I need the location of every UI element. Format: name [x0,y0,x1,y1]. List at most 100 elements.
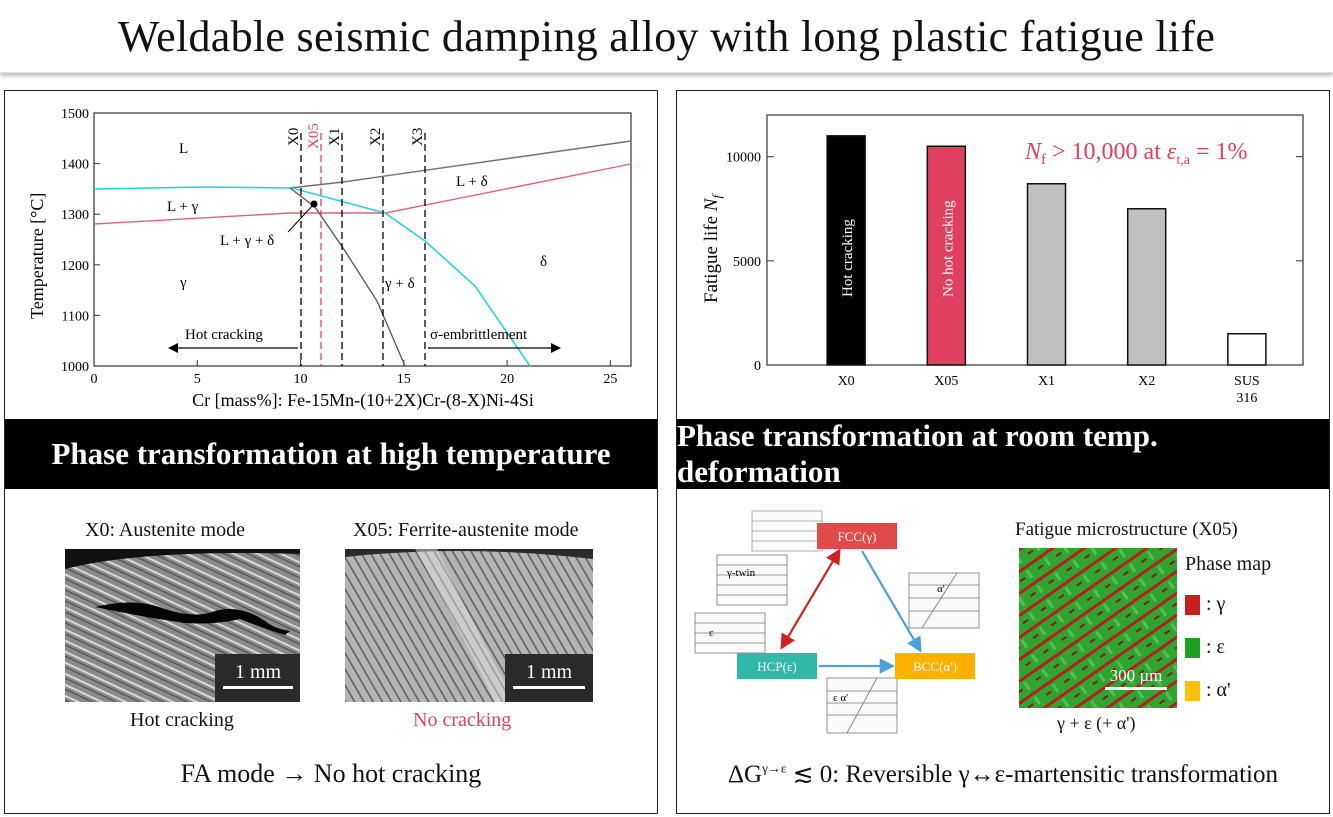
eps-alpha-label: ε α' [833,692,848,704]
solvus-gray-line [289,187,406,367]
bar [926,145,967,366]
pd-ytick-label: 1200 [61,259,89,274]
fcc-bcc-arrow [861,550,922,653]
cyan-line [93,186,531,367]
sigma-embrittlement-label: σ-embrittlement [430,327,528,343]
chart-annotation: Nf > 10,000 at εt,a = 1% [1024,139,1247,168]
phase-diagram-ylabel: Temperature [°C] [27,193,47,319]
pink-line [93,163,632,225]
legend-epsilon: : ε [1185,636,1225,659]
micrograph-ferrite-austenite: 1 mm [345,549,593,702]
top-schematic [751,510,823,552]
micrograph-austenite: 1 mm [65,549,300,702]
legend-alpha: : α' [1185,679,1231,702]
phase-diagram-xlabel: Cr [mass%]: Fe-15Mn-(10+2X)Cr-(8-X)Ni-4S… [192,390,534,411]
fcc-label: FCC(γ) [838,529,877,544]
chart-ylabel: Fatigue life Nf [701,193,724,304]
legend-gamma: : γ [1185,593,1225,616]
alloy-label-x3: X3 [410,128,426,146]
bar-label: Hot cracking [840,219,856,297]
phase-map-title: Phase map [1185,553,1272,575]
phase-caption: γ + ε (+ α') [1057,713,1136,733]
alloy-label-x1: X1 [327,128,343,146]
region-delta: δ [540,254,547,270]
phase-diagram: 0 5 10 15 20 25 1000 1100 1200 1300 1400 1500 X0 X0… [27,107,632,411]
fcc-box [817,523,897,549]
bcc-box [895,653,975,679]
scale-bar-left: 1 mm [223,661,293,689]
hcp-box [737,653,817,679]
pd-ytick-label: 1500 [61,107,89,122]
pd-ytick-label: 1300 [61,208,89,223]
region-L-gamma-delta: L + γ + δ [220,233,274,249]
hot-crack [95,602,290,635]
phase-map-scale-bar: 300 µm [1105,666,1167,690]
legend-label-alpha: : α' [1206,679,1231,701]
liquidus-gray-line [289,140,632,189]
alloy-label-x0: X0 [286,128,302,146]
phase-map-image: 300 µm [1019,548,1177,708]
bar [1026,183,1067,366]
left-bottom-text: FA mode → No hot cracking [180,759,482,788]
page-title: Weldable seismic damping alloy with long… [117,11,1216,61]
pd-ytick-label: 1400 [61,158,89,173]
chart-ytick-label: 10000 [726,151,761,166]
micro-left-title: X0: Austenite mode [85,519,245,541]
left-banner: Phase transformation at high temperature [5,419,657,489]
twin-schematic [716,554,788,606]
micro-right-title: X05: Ferrite-austenite mode [353,519,579,541]
hot-cracking-caption: Hot cracking [130,709,234,731]
alloy-label-x05: X05 [306,123,322,149]
bar-label: No hot cracking [940,200,956,297]
eps-label: ε [709,627,714,639]
legend-swatch-epsilon [1185,637,1200,658]
no-cracking-caption: No cracking [413,709,512,731]
eps-schematic [694,612,766,654]
bar [1227,333,1267,366]
chart-category-label: X05 [934,374,958,389]
chart-category-label: X0 [838,374,855,389]
scale-bar-right: 1 mm [513,661,585,689]
legend-label-epsilon: : ε [1206,636,1225,658]
region-L-delta: L + δ [456,174,488,190]
chart-category-label: X1 [1038,374,1055,389]
sigma-arrowhead [551,343,561,353]
alpha-schematic [908,572,980,629]
region-gamma: γ [179,275,187,291]
bar [826,135,866,366]
title-bar: Weldable seismic damping alloy with long… [0,0,1333,73]
bcc-label: BCC(α') [913,659,957,674]
bar [1126,208,1167,366]
pd-xtick-label: 5 [194,372,201,387]
hot-cracking-arrowhead [168,343,178,353]
chart-category-label: X2 [1138,374,1155,389]
right-banner: Phase transformation at room temp. defor… [677,418,1329,489]
legend-label-gamma: : γ [1206,593,1226,615]
pd-xtick-label: 20 [500,372,514,387]
pd-xtick-label: 0 [91,372,98,387]
legend-swatch-alpha [1185,680,1200,701]
eps-alpha-schematic [826,677,898,734]
pd-xtick-label: 10 [294,372,308,387]
pd-ytick-label: 1000 [61,360,89,375]
alpha-label: α' [937,583,945,595]
region-gamma-delta: γ + δ [384,276,415,292]
chart-ytick-label: 0 [754,359,761,374]
left-panel: 0 5 10 15 20 25 1000 1100 1200 1300 1400 1500 X0 X0… [4,90,658,814]
pd-ytick-label: 1100 [62,309,89,324]
pd-xtick-label: 15 [397,372,411,387]
chart-category-label: 316 [1236,391,1257,406]
chart-category-label: SUS [1234,374,1260,389]
right-bottom-text: ΔGγ→ε ≲ 0: Reversible γ↔ε-martensitic tr… [727,760,1279,788]
chart-ytick-label: 5000 [733,255,761,270]
pd-xtick-label: 25 [603,372,617,387]
twin-label: γ-twin [726,567,756,579]
fcc-hcp-arrow [780,548,841,650]
region-L-gamma: L + γ [167,199,199,215]
transformation-diagram: γ-twin ε α' ε α' FCC(γ) HCP(ε) BCC(α') [694,510,980,734]
fatigue-microstructure-title: Fatigue microstructure (X05) [1015,519,1238,540]
hot-cracking-label: Hot cracking [185,327,263,343]
legend-swatch-gamma [1185,594,1200,615]
